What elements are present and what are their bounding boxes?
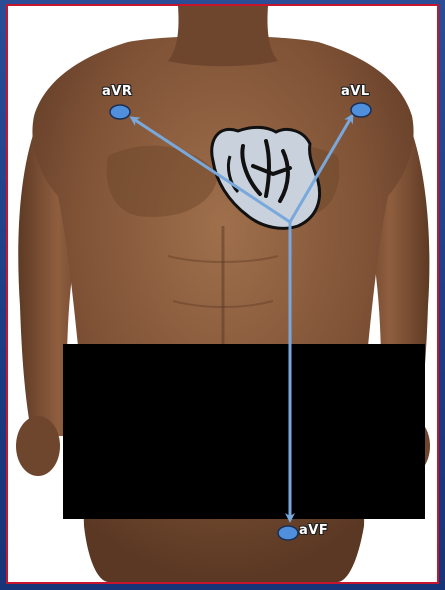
avf-label: aVF [299, 523, 328, 538]
avl-label: aVL [341, 84, 370, 99]
figure-frame: aVR aVL aVF [6, 4, 439, 584]
censor-bar [63, 344, 425, 519]
avl-electrode-icon [351, 103, 371, 117]
avr-label: aVR [102, 84, 132, 99]
avf-electrode-icon [278, 526, 298, 540]
ecg-lead-diagram [8, 6, 437, 582]
avr-electrode-icon [110, 105, 130, 119]
